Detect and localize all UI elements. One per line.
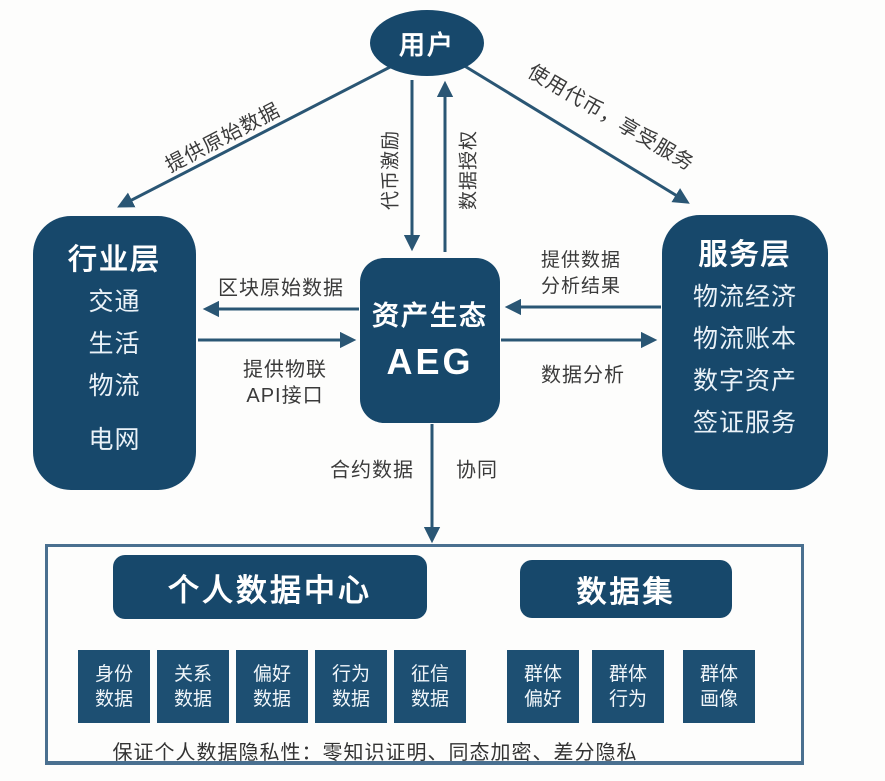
- service-item-visa-service: 签证服务: [692, 409, 797, 437]
- aeg-acronym: AEG: [386, 341, 474, 382]
- data-box-relationship-line2: 数据: [173, 688, 212, 710]
- data-box-group-preference: 群体偏好: [507, 650, 579, 723]
- personal-data-center-header: 个人数据中心: [113, 555, 427, 619]
- data-box-behavior: 行为数据: [315, 650, 387, 723]
- label-analysis-result-line1: 提供数据: [540, 250, 622, 271]
- data-box-group-behavior-line1: 群体: [608, 663, 647, 685]
- dataset-header: 数据集: [520, 560, 732, 618]
- data-box-group-preference-line1: 群体: [523, 663, 562, 685]
- aeg-title: 资产生态: [372, 301, 488, 331]
- data-box-group-behavior: 群体行为: [592, 650, 664, 723]
- data-box-relationship: 关系数据: [157, 650, 229, 723]
- user-node: 用户: [370, 10, 484, 76]
- data-box-credit-line1: 征信: [410, 663, 449, 685]
- label-analysis-result-line2: 分析结果: [540, 276, 622, 297]
- arrow-user-to-industry: [117, 62, 397, 208]
- data-box-relationship-line1: 关系: [173, 663, 212, 685]
- label-data-analysis: 数据分析: [541, 364, 625, 387]
- aeg-node: 资产生态 AEG: [360, 258, 500, 423]
- label-data-authorization: 数据授权: [458, 129, 480, 211]
- service-item-digital-assets: 数字资产: [692, 367, 797, 395]
- data-box-preference: 偏好数据: [236, 650, 308, 723]
- industry-item-grid: 电网: [88, 426, 141, 454]
- data-center-container: [45, 544, 804, 765]
- data-box-identity: 身份数据: [78, 650, 150, 723]
- industry-item-logistics: 物流: [88, 372, 141, 400]
- data-box-group-behavior-line2: 行为: [608, 688, 647, 710]
- label-iot-api: 提供物联 API接口: [243, 357, 327, 409]
- label-iot-api-line1: 提供物联: [243, 359, 327, 381]
- data-box-group-preference-line2: 偏好: [523, 688, 562, 710]
- label-collaboration: 协同: [456, 459, 498, 482]
- privacy-note: 保证个人数据隐私性：零知识证明、同态加密、差分隐私: [112, 742, 638, 764]
- data-box-identity-line1: 身份: [94, 663, 133, 685]
- service-layer-node: 服务层 物流经济 物流账本 数字资产 签证服务: [662, 215, 828, 490]
- data-box-group-portrait-line2: 画像: [699, 688, 738, 710]
- industry-layer-title: 行业层: [67, 244, 161, 276]
- data-box-identity-line2: 数据: [94, 688, 133, 710]
- data-box-behavior-line1: 行为: [331, 663, 370, 685]
- label-block-raw-data: 区块原始数据: [218, 277, 344, 300]
- label-analysis-result: 提供数据 分析结果: [541, 248, 621, 300]
- label-token-incentive: 代币激励: [380, 129, 402, 211]
- data-box-group-portrait: 群体画像: [683, 650, 755, 723]
- data-box-credit-line2: 数据: [410, 688, 449, 710]
- service-item-logistics-ledger: 物流账本: [692, 325, 797, 353]
- industry-item-life: 生活: [88, 330, 141, 358]
- industry-layer-node: 行业层 交通 生活 物流 电网: [33, 216, 196, 490]
- industry-item-traffic: 交通: [88, 288, 141, 316]
- service-item-logistics-economy: 物流经济: [692, 283, 797, 311]
- service-layer-title: 服务层: [698, 239, 792, 271]
- data-box-group-portrait-line1: 群体: [699, 663, 738, 685]
- data-box-behavior-line2: 数据: [331, 688, 370, 710]
- label-iot-api-line2: API接口: [246, 385, 324, 407]
- data-box-preference-line2: 数据: [252, 688, 291, 710]
- data-box-credit: 征信数据: [394, 650, 466, 723]
- user-label: 用户: [398, 29, 455, 60]
- label-contract-data: 合约数据: [330, 459, 414, 482]
- arrow-user-to-service: [457, 60, 690, 204]
- data-box-preference-line1: 偏好: [252, 663, 291, 685]
